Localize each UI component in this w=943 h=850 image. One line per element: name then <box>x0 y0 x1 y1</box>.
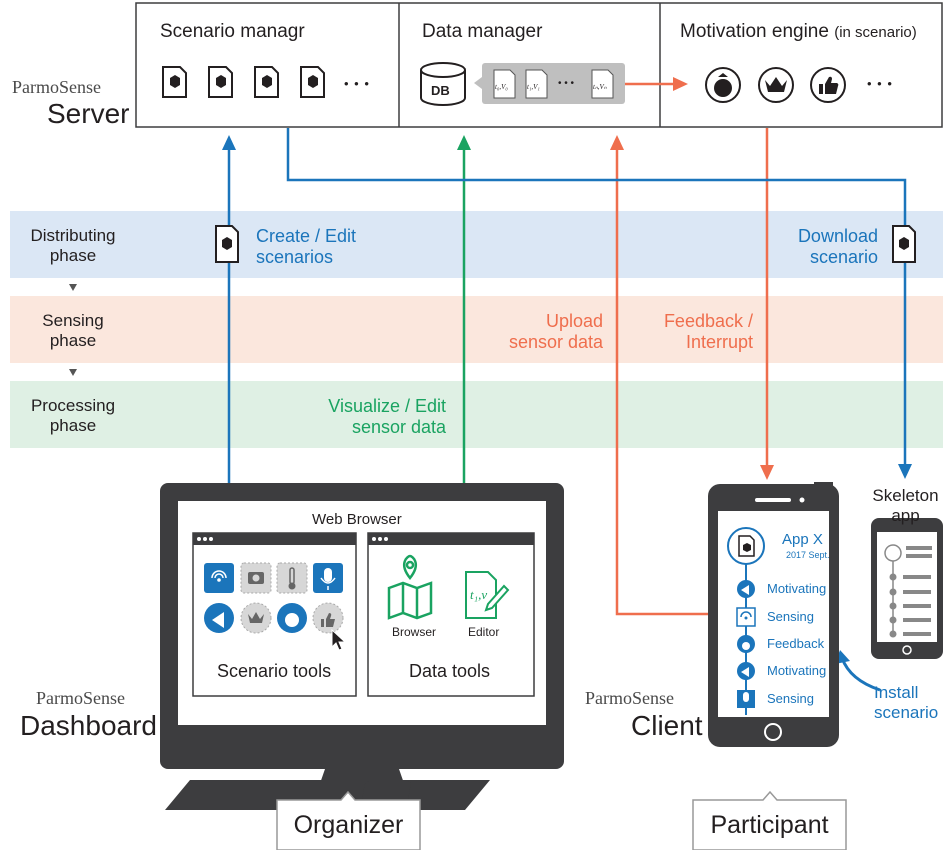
create-scenario-doc-icon <box>215 225 239 263</box>
skeleton-app-content <box>884 544 932 638</box>
upload-sensor-data-arrow <box>615 148 741 616</box>
distributing-phase-band <box>10 211 943 278</box>
phase-arrow-1 <box>69 284 77 291</box>
step-label-5: Sensing <box>767 691 814 706</box>
map-browser-icon <box>387 554 433 620</box>
scenario-manager-title: Scenario managr <box>160 21 305 42</box>
step-label-1: Motivating <box>767 581 827 596</box>
download-scenario-arrow <box>286 128 907 465</box>
server-title: Server <box>47 98 130 129</box>
editor-glyph: t₁,v <box>470 587 488 602</box>
data-tools-label: Data tools <box>409 661 491 681</box>
thermometer-tool-icon <box>276 562 308 594</box>
dashboard-brand: ParmoSense <box>36 688 125 708</box>
participant-label: Participant <box>710 811 829 839</box>
web-browser-label: Web Browser <box>312 511 402 528</box>
scenario-tools-label: Scenario tools <box>217 661 332 681</box>
crown-icon <box>758 67 794 103</box>
thumbs-up-icon <box>810 67 846 103</box>
scenario-doc-icon-4 <box>300 66 325 98</box>
step-label-2: Sensing <box>767 609 814 624</box>
scenario-doc-icons <box>162 66 325 98</box>
phone-speaker <box>755 498 791 502</box>
organizer-label: Organizer <box>293 811 404 839</box>
records-strip-pointer <box>474 77 482 89</box>
record-label-1: t₀,V₀ <box>495 83 508 91</box>
server-brand: ParmoSense <box>12 77 101 97</box>
mouse-cursor-icon <box>331 628 347 651</box>
records-ellipsis: • • • <box>558 78 575 89</box>
client-title: Client <box>631 710 703 741</box>
dashboard-title: Dashboard <box>20 710 157 741</box>
scenario-tools-titlebar <box>193 533 356 545</box>
scenario-doc-icon-3 <box>254 66 279 98</box>
money-bag-icon <box>705 67 741 103</box>
scenario-doc-icon-1 <box>162 66 187 98</box>
download-scenario-doc-icon <box>892 225 916 263</box>
step-label-4: Motivating <box>767 663 827 678</box>
participant-callout <box>692 790 847 850</box>
organizer-callout <box>276 790 421 850</box>
phone-home-button <box>764 723 782 741</box>
motivation-engine-subtitle: (in scenario) <box>834 24 917 41</box>
motivation-engine-ellipsis: • • • <box>867 76 893 91</box>
record-label-2: t₁,V₁ <box>527 83 540 91</box>
editor-tool-label: Editor <box>468 625 500 639</box>
wireless-tool-icon <box>204 563 234 593</box>
app-x-date: 2017 Sept. <box>786 550 830 560</box>
step-sensing-icon-1 <box>736 607 756 627</box>
records-strip <box>482 63 625 104</box>
data-tools-titlebar <box>368 533 534 545</box>
phase-arrow-2 <box>69 369 77 376</box>
motivation-engine-title: Motivation engine (in scenario) <box>680 21 917 42</box>
phone-camera <box>799 497 805 503</box>
scenario-manager-ellipsis: • • • <box>344 76 370 91</box>
database-icon <box>420 62 466 106</box>
editor-icon <box>465 571 510 619</box>
app-x-name: App X <box>782 531 823 548</box>
record-label-n: tₙ,Vₙ <box>593 83 607 91</box>
step-feedback-icon <box>737 635 755 653</box>
data-manager-title: Data manager <box>422 21 543 42</box>
browser-tool-label: Browser <box>392 625 437 639</box>
db-label: DB <box>431 83 450 98</box>
step-motivating-icon-2 <box>737 662 755 680</box>
sensing-phase-band <box>10 296 943 363</box>
record-doc-icons <box>493 69 614 99</box>
scenario-doc-icon-2 <box>208 66 233 98</box>
step-sensing-icon-2 <box>737 690 755 708</box>
client-brand: ParmoSense <box>585 688 674 708</box>
processing-phase-band <box>10 381 943 448</box>
feedback-label: Feedback /Interrupt <box>663 311 753 352</box>
step-label-3: Feedback <box>767 636 825 651</box>
step-motivating-icon-1 <box>737 580 755 598</box>
